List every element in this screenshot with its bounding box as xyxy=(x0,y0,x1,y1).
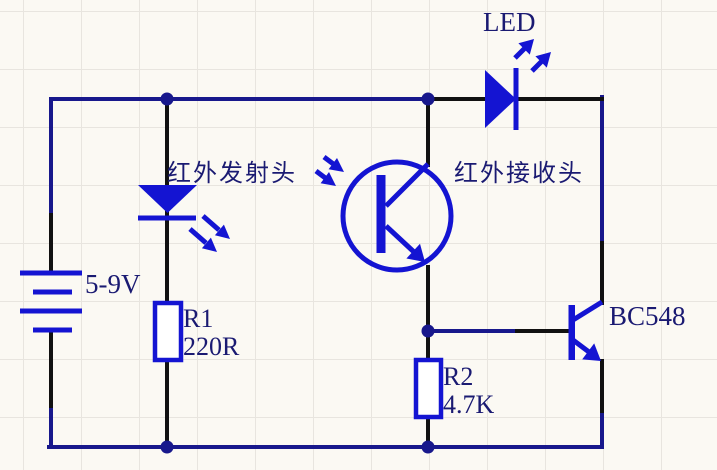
phototransistor-symbol xyxy=(314,155,454,273)
diode-triangle xyxy=(485,70,516,128)
bc548-transistor-symbol xyxy=(568,299,604,361)
transistor-collector-lead xyxy=(571,299,604,323)
emission-arrow-shaft xyxy=(188,227,208,245)
labels: LED 红外发射头 红外接收头 5-9V R1 220R R2 4.7K BC5… xyxy=(85,7,686,419)
r1-name-label: R1 xyxy=(183,304,213,333)
r2-name-label: R2 xyxy=(443,362,473,391)
wire-segment-bottom-rail xyxy=(47,403,604,449)
ir-emitter-label: 红外发射头 xyxy=(167,160,297,187)
transistor-emitter-arrow xyxy=(406,243,425,262)
emission-arrow-shaft xyxy=(201,214,221,232)
r2-value-label: 4.7K xyxy=(443,390,495,419)
r2-resistor-symbol xyxy=(413,357,444,420)
junction-dot xyxy=(421,92,435,106)
output-led-symbol xyxy=(485,39,551,130)
wire-segment-top-left-rail xyxy=(49,97,430,218)
junction-dot xyxy=(421,440,435,454)
emission-arrow-head xyxy=(535,52,551,68)
transistor-emitter-lead xyxy=(384,224,416,254)
r1-resistor-symbol xyxy=(152,300,184,363)
battery-symbol xyxy=(20,270,82,333)
ir-emitter-led-symbol xyxy=(138,185,230,252)
transistor-model-label: BC548 xyxy=(609,301,686,331)
junction-dot xyxy=(421,324,435,338)
led-label: LED xyxy=(483,7,535,37)
ir-incident-arrows-icon xyxy=(314,155,344,186)
transistor-base-bar xyxy=(568,305,575,360)
navy-wires xyxy=(47,95,604,449)
incident-arrow-head xyxy=(320,172,336,186)
incident-arrow-shaft xyxy=(314,169,328,181)
battery-voltage-label: 5-9V xyxy=(85,269,141,299)
transistor-collector-lead xyxy=(384,162,430,208)
incident-arrow-shaft xyxy=(322,155,336,167)
incident-arrow-head xyxy=(328,158,344,172)
transistor-emitter-lead xyxy=(571,338,591,354)
transistor-envelope-circle xyxy=(340,159,454,273)
r1-value-label: 220R xyxy=(183,332,240,361)
diode-triangle xyxy=(138,185,197,213)
junction-dot xyxy=(160,440,174,454)
emission-arrow-head xyxy=(214,224,230,239)
ir-emission-arrows-icon xyxy=(188,214,230,252)
junction-dot xyxy=(160,92,174,106)
junction-dots xyxy=(160,92,435,454)
transistor-base-bar xyxy=(376,175,386,253)
led-emission-arrows-icon xyxy=(513,39,551,73)
emission-arrow-head xyxy=(201,237,217,252)
emission-arrow-head xyxy=(518,39,534,55)
transistor-emitter-arrow xyxy=(582,343,601,361)
ir-receiver-label: 红外接收头 xyxy=(454,160,584,187)
